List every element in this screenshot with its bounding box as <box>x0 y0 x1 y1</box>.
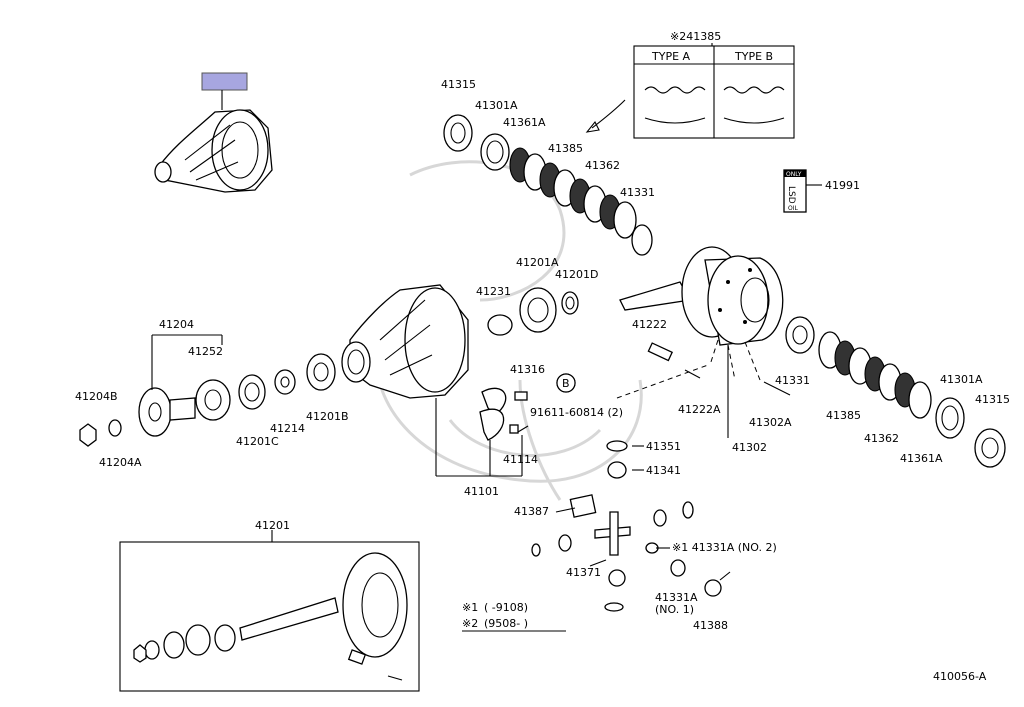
footnotes: ※1 ( -9108) ※2 (9508- ) <box>462 601 566 632</box>
companion-flange-group[interactable] <box>79 353 336 447</box>
part-label[interactable]: 41214 <box>270 422 305 435</box>
part-label[interactable]: 41201 <box>255 519 290 532</box>
part-label[interactable]: 41101 <box>464 485 499 498</box>
part-label[interactable]: 41385 <box>826 409 861 422</box>
lsd-tag-bottom: OIL <box>788 205 798 212</box>
part-labels: 41315 41301A 41361A 41385 41362 41331 41… <box>75 78 1010 632</box>
part-label[interactable]: 41204B <box>75 390 118 403</box>
part-label[interactable]: 41222 <box>632 318 667 331</box>
part-label[interactable]: 41201C <box>236 435 279 448</box>
highlight-marker <box>201 72 248 91</box>
upper-clutch-stack[interactable] <box>443 114 653 256</box>
part-label[interactable]: 41991 <box>825 179 860 192</box>
part-label[interactable]: (NO. 1) <box>655 603 694 616</box>
leader-lines <box>151 334 729 567</box>
part-label[interactable]: 41201D <box>555 268 598 281</box>
part-label[interactable]: 41231 <box>476 285 511 298</box>
differential-case[interactable] <box>619 246 784 381</box>
part-label[interactable]: 41361A <box>900 452 943 465</box>
part-label[interactable]: 41362 <box>864 432 899 445</box>
part-label[interactable]: 41331 <box>775 374 810 387</box>
part-label[interactable]: 41201A <box>516 256 559 269</box>
part-label[interactable]: 41362 <box>585 159 620 172</box>
part-label[interactable]: ※1 41331A (NO. 2) <box>672 541 777 554</box>
assembly-thumbnail[interactable] <box>154 72 273 193</box>
callout-b: B <box>556 373 576 393</box>
part-label[interactable]: 91611-60814 (2) <box>530 406 623 419</box>
part-label[interactable]: 41315 <box>975 393 1010 406</box>
part-label[interactable]: 41385 <box>548 142 583 155</box>
lsd-oil-tag[interactable]: ONLY LSD OIL <box>783 169 822 213</box>
part-label[interactable]: 41331A <box>655 591 698 604</box>
part-label[interactable]: 41201B <box>306 410 349 423</box>
part-label[interactable]: 41302A <box>749 416 792 429</box>
part-label[interactable]: 41388 <box>693 619 728 632</box>
part-label[interactable]: 41301A <box>475 99 518 112</box>
note-2-range: (9508- ) <box>484 617 528 630</box>
part-label[interactable]: 41351 <box>646 440 681 453</box>
type-table: ※241385 TYPE A TYPE B <box>585 30 795 139</box>
part-label[interactable]: 41222A <box>678 403 721 416</box>
type-a-header: TYPE A <box>651 50 691 63</box>
part-label[interactable]: 41204 <box>159 318 194 331</box>
part-label[interactable]: 41341 <box>646 464 681 477</box>
lower-clutch-stack[interactable] <box>818 331 1006 468</box>
drawing-code: 410056-A <box>933 670 987 683</box>
part-label[interactable]: 41252 <box>188 345 223 358</box>
side-gear[interactable] <box>785 316 815 354</box>
part-label[interactable]: 41204A <box>99 456 142 469</box>
part-label[interactable]: 41301A <box>940 373 983 386</box>
type-table-ref: ※241385 <box>670 30 721 43</box>
callout-b-label: B <box>562 377 570 390</box>
part-label[interactable]: 41331 <box>620 186 655 199</box>
part-label[interactable]: 41371 <box>566 566 601 579</box>
part-label[interactable]: 41387 <box>514 505 549 518</box>
adjuster-lock-group[interactable] <box>647 342 791 396</box>
note-2-mark: ※2 <box>462 617 478 630</box>
differential-housing[interactable] <box>341 284 469 399</box>
lsd-tag-top: ONLY <box>786 171 802 178</box>
part-label[interactable]: 41315 <box>441 78 476 91</box>
type-b-header: TYPE B <box>734 50 773 63</box>
ring-pinion-box[interactable] <box>119 530 420 692</box>
pinion-bearing[interactable] <box>487 287 579 336</box>
lsd-tag-text: LSD <box>786 186 796 204</box>
part-label[interactable]: 41114 <box>503 453 538 466</box>
pinion-gear-set[interactable] <box>531 440 731 612</box>
note-1-range: ( -9108) <box>484 601 528 614</box>
part-label[interactable]: 41302 <box>732 441 767 454</box>
part-label[interactable]: 41361A <box>503 116 546 129</box>
part-label[interactable]: 41316 <box>510 363 545 376</box>
note-1-mark: ※1 <box>462 601 478 614</box>
